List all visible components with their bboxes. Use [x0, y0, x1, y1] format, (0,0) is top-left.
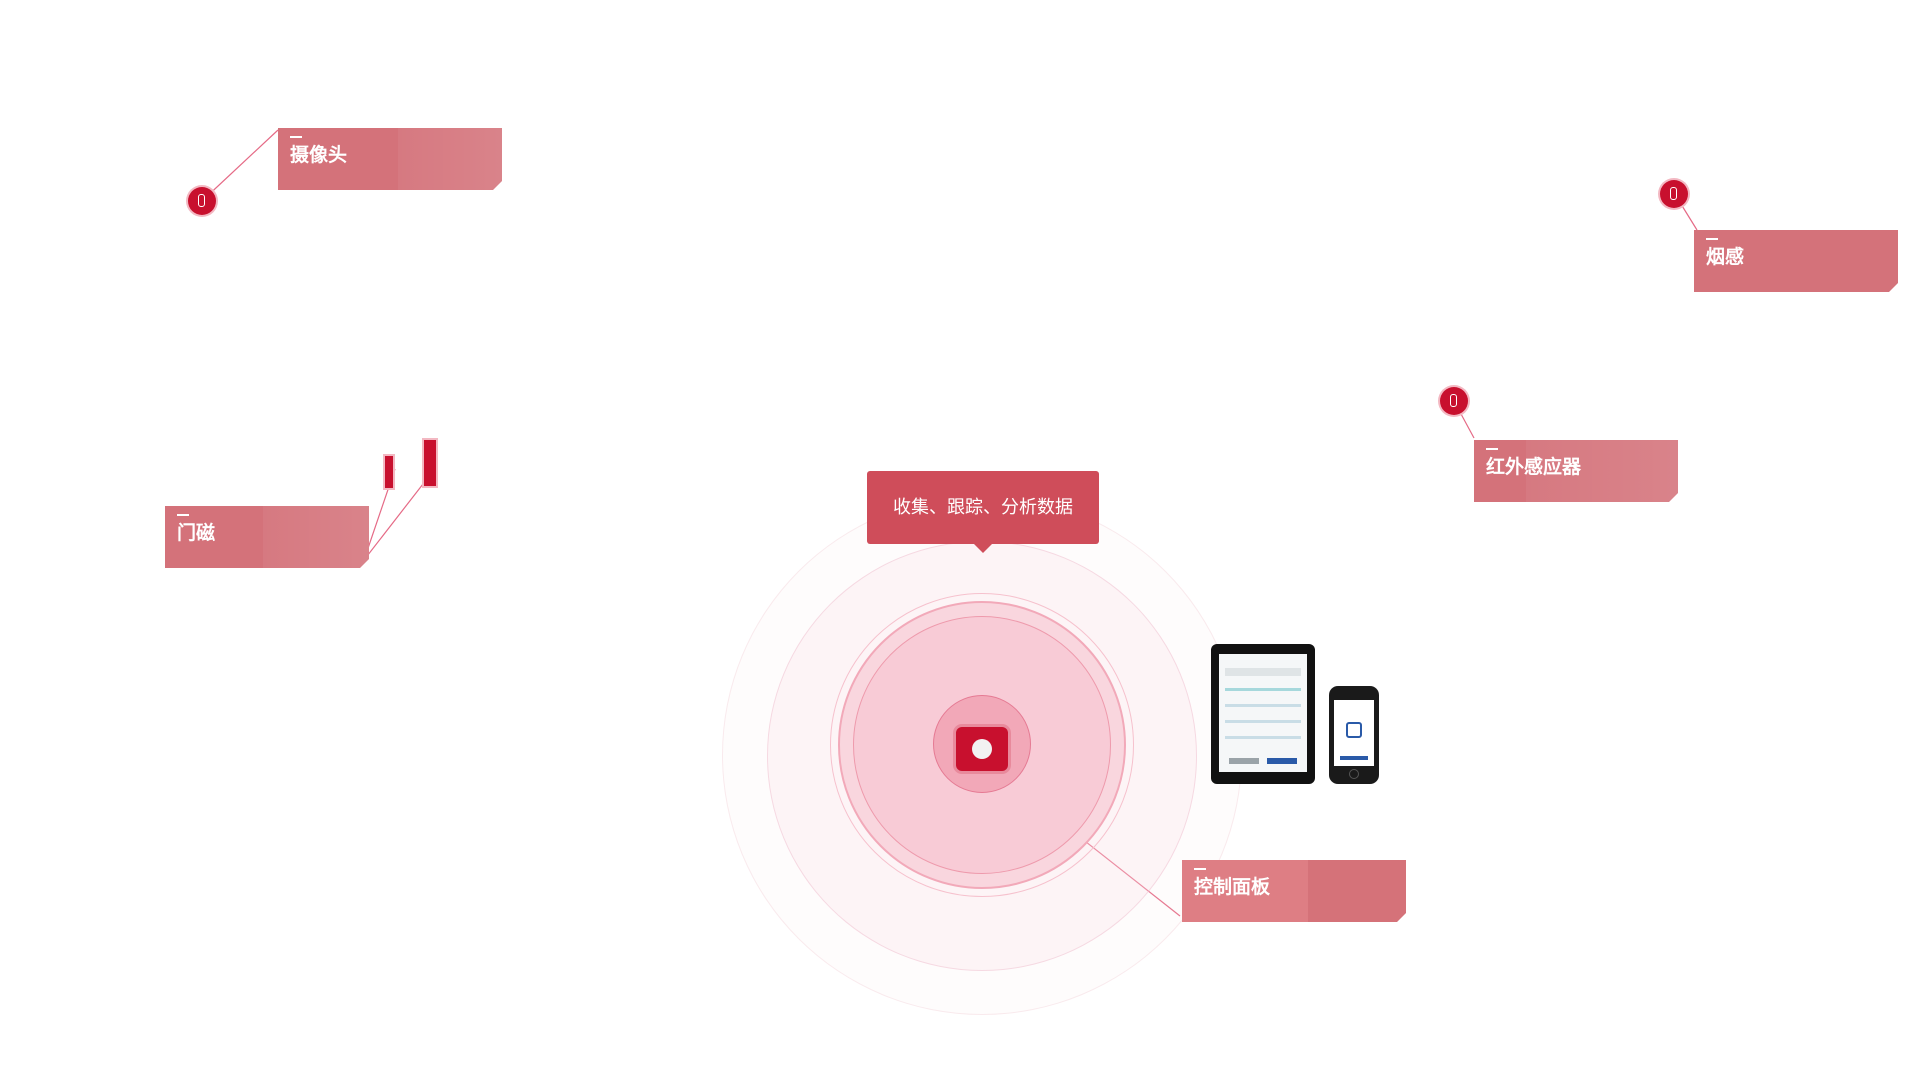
camera-connector [201, 129, 279, 202]
tablet-device-icon [1211, 644, 1315, 784]
dash-mark [290, 136, 302, 138]
smoke-label[interactable]: 烟感 [1694, 230, 1898, 292]
phone-button [1340, 756, 1368, 760]
phone-screen [1334, 700, 1374, 766]
label-shine [398, 128, 502, 190]
tablet-row [1225, 720, 1301, 723]
phone-home-button [1349, 769, 1359, 779]
sensor-marker-icon [198, 194, 205, 207]
sensor-marker-icon [1450, 394, 1457, 407]
panel-label[interactable]: 控制面板 [1182, 860, 1406, 922]
dash-mark [1706, 238, 1718, 240]
hub-icon [972, 739, 992, 759]
label-shine [1526, 440, 1678, 502]
label-shine [1308, 860, 1406, 922]
tablet-header-bar [1225, 668, 1301, 676]
tablet-row [1225, 736, 1301, 739]
smoke-marker[interactable] [1660, 180, 1688, 208]
infrared-marker[interactable] [1440, 387, 1468, 415]
tooltip-arrow [972, 542, 994, 553]
tooltip-text: 收集、跟踪、分析数据 [893, 497, 1073, 518]
door-contact-icon-2[interactable] [422, 438, 438, 488]
tablet-button-gray [1229, 758, 1259, 764]
infrared-label-text: 红外感应器 [1486, 456, 1582, 478]
door-contact-icon[interactable] [383, 454, 395, 490]
sensor-marker-icon [1670, 187, 1677, 200]
camera-label[interactable]: 摄像头 [278, 128, 502, 190]
data-tooltip: 收集、跟踪、分析数据 [867, 471, 1099, 544]
dash-mark [1194, 868, 1206, 870]
infrared-label[interactable]: 红外感应器 [1474, 440, 1678, 502]
tablet-button-blue [1267, 758, 1297, 764]
dash-mark [177, 514, 189, 516]
door-label[interactable]: 门磁 [165, 506, 369, 568]
phone-device-icon [1329, 686, 1379, 784]
panel-label-text: 控制面板 [1194, 876, 1271, 898]
door-connector-2 [363, 474, 431, 561]
home-icon [1346, 722, 1362, 738]
label-shine [263, 506, 369, 568]
camera-marker[interactable] [188, 187, 216, 215]
tablet-row [1225, 688, 1301, 691]
hub-button[interactable] [956, 727, 1008, 771]
tablet-screen [1219, 654, 1307, 772]
door-label-text: 门磁 [177, 522, 216, 544]
smoke-label-text: 烟感 [1706, 246, 1745, 268]
camera-label-text: 摄像头 [290, 144, 348, 166]
outer-ring-2 [830, 593, 1134, 897]
tablet-row [1225, 704, 1301, 707]
dash-mark [1486, 448, 1498, 450]
